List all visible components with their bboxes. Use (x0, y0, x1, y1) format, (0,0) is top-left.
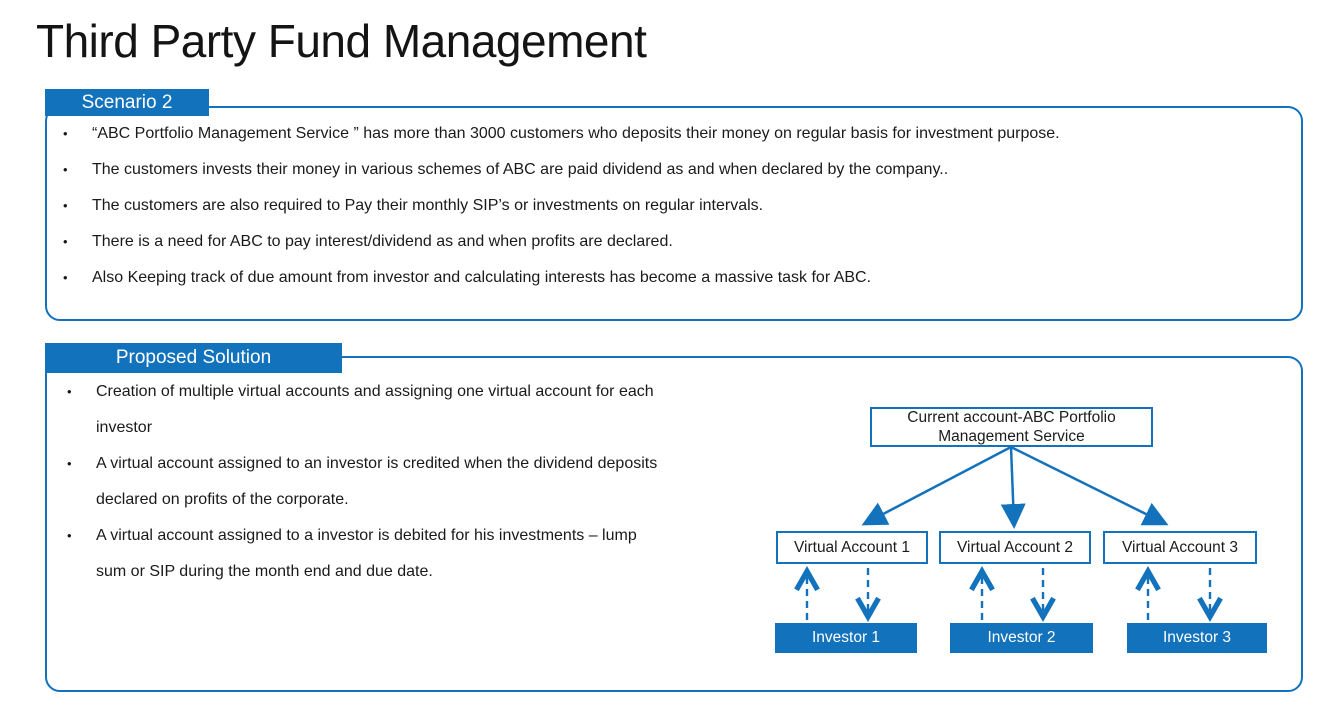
bullet-item: There is a need for ABC to pay interest/… (60, 224, 1275, 260)
bullet-item: The customers invests their money in var… (60, 152, 1275, 188)
page-title: Third Party Fund Management (36, 15, 647, 67)
scenario-tab: Scenario 2 (45, 89, 209, 116)
virtual-account-3-box: Virtual Account 3 (1103, 531, 1257, 564)
bullet-item: The customers are also required to Pay t… (60, 188, 1275, 224)
investor-1-box: Investor 1 (775, 623, 917, 653)
bullet-item: “ABC Portfolio Management Service ” has … (60, 116, 1275, 152)
investor-3-box: Investor 3 (1127, 623, 1267, 653)
virtual-account-2-box: Virtual Account 2 (939, 531, 1091, 564)
solution-bullet-list: Creation of multiple virtual accounts an… (64, 374, 754, 590)
bullet-item: A virtual account assigned to a investor… (64, 518, 754, 590)
scenario-bullet-list: “ABC Portfolio Management Service ” has … (60, 116, 1275, 296)
bullet-item: A virtual account assigned to an investo… (64, 446, 754, 518)
investor-2-box: Investor 2 (950, 623, 1093, 653)
virtual-account-1-box: Virtual Account 1 (776, 531, 928, 564)
bullet-item: Creation of multiple virtual accounts an… (64, 374, 754, 446)
proposed-solution-tab: Proposed Solution (45, 343, 342, 373)
current-account-box: Current account-ABC Portfolio Management… (870, 407, 1153, 447)
bullet-item: Also Keeping track of due amount from in… (60, 260, 1275, 296)
